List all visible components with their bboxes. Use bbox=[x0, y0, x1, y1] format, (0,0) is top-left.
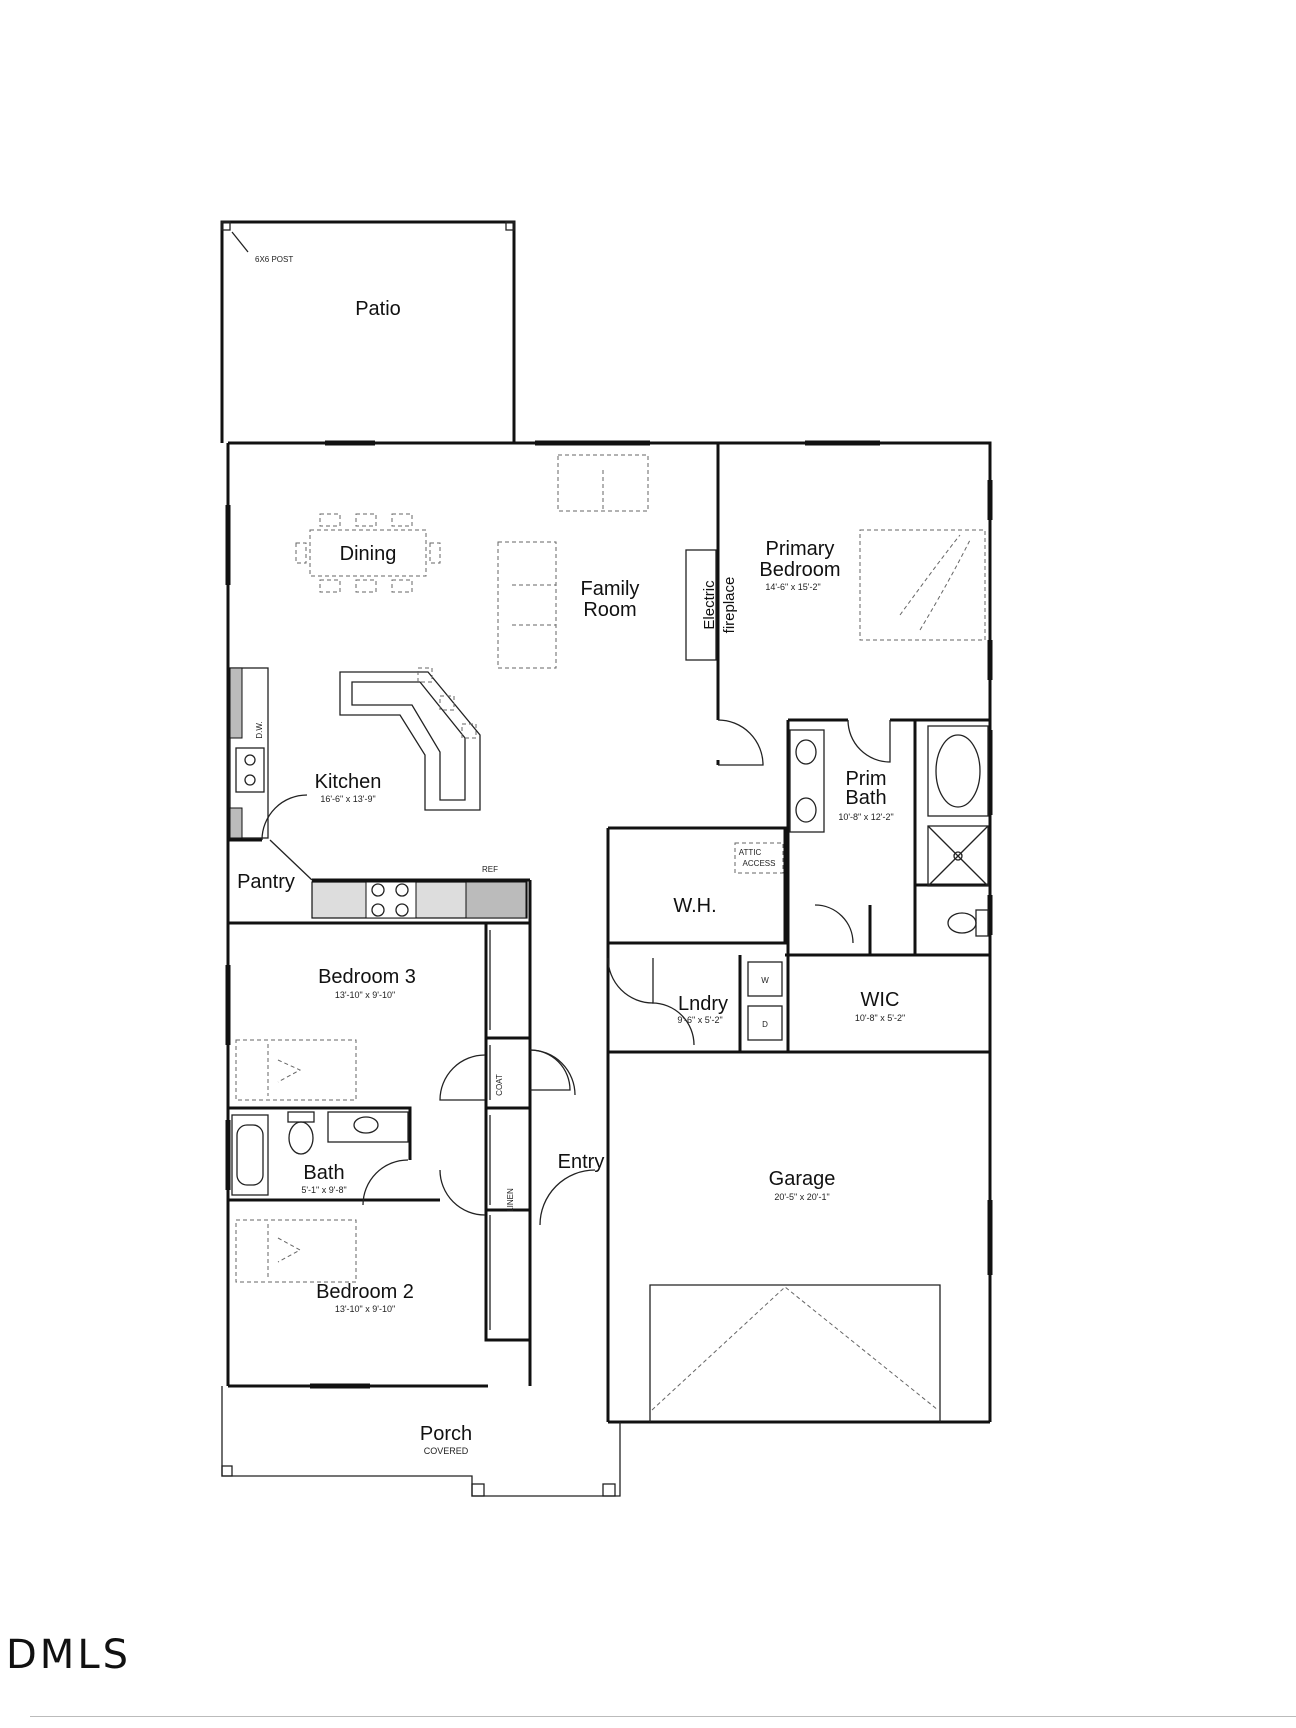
primary-bedroom-dims: 14'-6" x 15'-2" bbox=[765, 582, 820, 592]
shower bbox=[927, 825, 989, 887]
post-note: 6X6 POST bbox=[255, 255, 293, 264]
washer-label: W bbox=[761, 976, 769, 985]
dining-label: Dining bbox=[340, 543, 397, 565]
garage-door bbox=[649, 1284, 941, 1422]
primary-bedroom-label-2: Bedroom bbox=[759, 559, 840, 581]
kitchen-counter bbox=[229, 667, 269, 839]
hall-toilet bbox=[287, 1111, 315, 1155]
dryer-label: D bbox=[762, 1020, 768, 1029]
washer-dryer bbox=[747, 961, 783, 1041]
wic-label: WIC bbox=[861, 989, 900, 1011]
linen-label: LINEN bbox=[506, 1188, 515, 1212]
hall-bathtub bbox=[231, 1114, 269, 1196]
bath-dims: 5'-1" x 9'-8" bbox=[301, 1185, 346, 1195]
kitchen-dims: 16'-6" x 13'-9" bbox=[320, 794, 375, 804]
wic-dims: 10'-8" x 5'-2" bbox=[855, 1013, 905, 1023]
dw-label: D.W. bbox=[255, 721, 264, 738]
attic-label-1: ATTIC bbox=[739, 848, 762, 857]
hall-sink bbox=[327, 1111, 409, 1143]
sofa-top bbox=[557, 454, 649, 512]
family-label-1: Family bbox=[581, 578, 640, 600]
prim-bath-label-2: Bath bbox=[845, 787, 886, 809]
prim-toilet bbox=[947, 909, 989, 937]
bath-vanity bbox=[789, 729, 825, 833]
footer-divider bbox=[30, 1716, 1296, 1717]
garage-label: Garage bbox=[769, 1168, 836, 1190]
porch-outline bbox=[221, 1386, 621, 1497]
coat-label: COAT bbox=[495, 1074, 504, 1096]
laundry-label: Lndry bbox=[678, 993, 728, 1015]
back-counter bbox=[311, 881, 528, 919]
bath-label: Bath bbox=[303, 1162, 344, 1184]
primary-bed bbox=[859, 529, 986, 641]
porch-label: Porch bbox=[420, 1423, 472, 1445]
bedroom2-label: Bedroom 2 bbox=[316, 1281, 414, 1303]
exterior-walls bbox=[226, 441, 992, 1424]
windows bbox=[225, 440, 993, 1389]
attic-box bbox=[734, 842, 784, 874]
fireplace-label-1: Electric bbox=[701, 580, 718, 630]
entry-label: Entry bbox=[558, 1151, 605, 1173]
prim-bath-label-1: Prim bbox=[845, 768, 886, 790]
kitchen-island bbox=[339, 671, 481, 811]
porch-note: COVERED bbox=[424, 1446, 469, 1456]
fireplace bbox=[685, 549, 717, 661]
mls-logo: DMLS bbox=[6, 1632, 131, 1678]
bedroom3-label: Bedroom 3 bbox=[318, 966, 416, 988]
bedroom3-bed bbox=[235, 1039, 357, 1101]
bedroom2-bed bbox=[235, 1219, 357, 1283]
wh-label: W.H. bbox=[673, 895, 716, 917]
bedroom3-dims: 13'-10" x 9'-10" bbox=[335, 990, 395, 1000]
dining-table bbox=[295, 513, 441, 593]
patio-outline bbox=[220, 220, 516, 443]
patio-label: Patio bbox=[355, 298, 401, 320]
sofa-side bbox=[497, 541, 557, 669]
laundry-dims: 9'-6" x 5'-2" bbox=[677, 1015, 722, 1025]
island-stools bbox=[417, 667, 477, 739]
attic-label-2: ACCESS bbox=[743, 859, 776, 868]
interior-walls bbox=[228, 443, 990, 1386]
pantry-label: Pantry bbox=[237, 871, 295, 893]
bathtub bbox=[927, 725, 989, 817]
bedroom2-dims: 13'-10" x 9'-10" bbox=[335, 1304, 395, 1314]
garage-dims: 20'-5" x 20'-1" bbox=[774, 1192, 829, 1202]
fireplace-label-2: fireplace bbox=[721, 577, 738, 634]
prim-bath-dims: 10'-8" x 12'-2" bbox=[838, 812, 893, 822]
door-swings bbox=[261, 719, 891, 1226]
kitchen-label: Kitchen bbox=[315, 771, 382, 793]
family-label-2: Room bbox=[583, 599, 636, 621]
primary-bedroom-label-1: Primary bbox=[766, 538, 835, 560]
ref-label: REF bbox=[482, 865, 498, 874]
